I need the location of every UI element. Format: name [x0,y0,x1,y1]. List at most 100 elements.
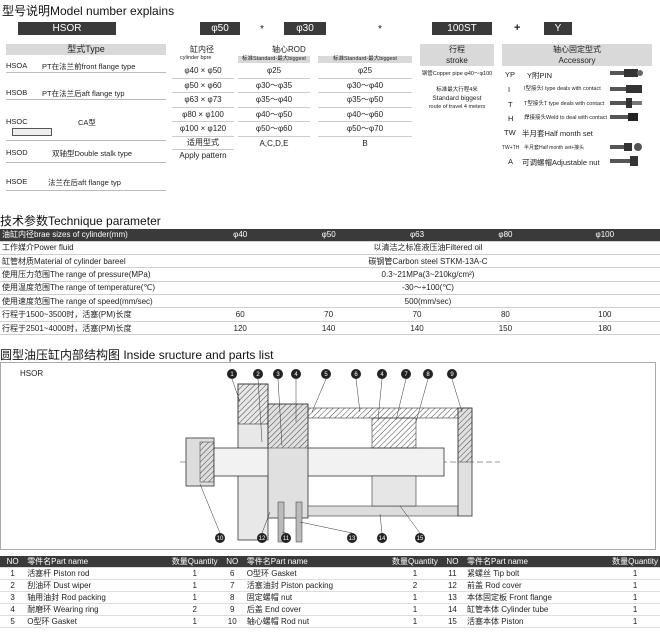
parts-header-no: NO [0,556,26,569]
size-header: φ100 [549,229,660,242]
parts-header-name: 零件名Part name [244,556,391,569]
rod-std-item: φ25 [238,64,310,79]
bore-item: φ63 × φ73 [172,93,234,108]
acc-desc: Y附PIN [527,71,553,80]
callout-label: 3 [276,372,280,378]
acc-desc: 半月套Half month set [522,129,593,138]
acc-code: TW [504,128,516,137]
acc-desc: 半月套Half month set+接头 [524,145,585,151]
accessory-code-box: Y [544,22,572,35]
accessory-title-en: Accessory [502,55,652,66]
type-desc: CA型 [78,118,96,127]
callout-label: 12 [259,536,266,542]
rod-big-item: φ30～φ40 [318,79,412,94]
bore-item: φ80 × φ100 [172,108,234,123]
section-title-model: 型号说明Model number explains [2,4,175,18]
parts-header-qty: 数量Quantity [390,556,440,569]
pm-row: 行程于1500~3500时，活塞(PM)长度 60 70 70 80 100 [0,307,660,322]
yp-fitting-icon [610,68,644,78]
callout-label: 10 [217,536,224,542]
parts-header-qty: 数量Quantity [169,556,220,569]
rod-big-item: φ40～φ60 [318,108,412,123]
parts-header-no: NO [219,556,245,569]
acc-code: T [508,100,513,109]
type-code: HSOA [6,61,28,70]
structure-frame [0,362,656,550]
tech-row: 缸管材质Material of cylinder bareel 碳钢管Carbo… [0,254,660,269]
t-fitting-icon [610,98,644,108]
type-code: HSOC [6,117,28,126]
tw-fitting-icon [610,142,644,152]
rod-std-item: φ50～φ60 [238,122,310,137]
size-header: φ50 [284,229,373,242]
stroke-note: Standard biggest [432,95,482,102]
callout-label: 9 [450,372,454,378]
acc-code: A [508,157,514,166]
bore-subtitle: cylinder bpre [180,55,212,61]
structure-model: HSOR [20,369,44,378]
type-desc: 双轴型Double stalk type [52,149,133,158]
rod-code-box: φ30 [284,22,326,35]
size-header: φ63 [372,229,462,242]
acc-desc: I型接头I type deals with contact [524,86,601,92]
acc-code: YP [505,70,516,79]
apply-pattern-en: Apply pattern [179,150,227,160]
type-code: HSOB [6,88,28,97]
stroke-title-cn: 行程 [420,44,494,55]
rod-std-item: φ40～φ50 [238,108,310,123]
callout-label: 7 [404,372,408,378]
stroke-title-en: stroke [420,55,494,66]
type-desc: PT在法兰前front flange type [42,62,136,71]
tech-param-table: 油缸内径brae sizes of cylinder(mm) φ40 φ50 φ… [0,229,660,336]
rod-std-label: 标准Standard-最大biggest [238,56,310,63]
tech-row: 使用速度范围The range of speed(mm/sec) 500(mm/… [0,294,660,309]
parts-header-no: NO [439,556,466,569]
type-code: HSOE [6,177,28,186]
bore-code-box: φ50 [200,22,240,35]
cylinder-cross-section: 1 2 3 4 5 6 4 7 8 9 10 12 11 13 14 15 [180,369,500,543]
separator-star: * [260,24,264,35]
parts-table: NO 零件名Part name 数量Quantity NO 零件名Part na… [0,556,660,629]
stroke-note: route of travel 4 meters [428,104,486,110]
a-nut-icon [610,156,644,166]
size-header: φ80 [461,229,550,242]
stroke-note: 钢管Copper pipe φ40～φ100 [421,71,493,77]
stroke-code-box: 100ST [432,22,492,35]
stroke-note: 标准最大行程4米 [436,87,478,93]
callout-label: 14 [379,536,386,542]
rod-apply-b: B [362,138,368,148]
type-desc: PT在法兰后aft flange typ [42,89,125,98]
bore-item: φ100 × φ120 [172,122,234,137]
parts-header-name: 零件名Part name [465,556,611,569]
type-code: HSOD [6,148,28,157]
h-fitting-icon [610,112,644,122]
size-header: φ40 [196,229,285,242]
acc-desc: T型接头T type deals with contact [524,101,605,107]
rod-big-item: φ25 [318,64,412,79]
section-title-tech: 技术参数Technique parameter [0,214,161,228]
tech-row: 使用压力范围The range of pressure(MPa) 0.3~21M… [0,267,660,282]
tech-row: 使用温度范围The range of temperature(℃) -30～+1… [0,281,660,296]
rod-apply-a: A,C,D,E [259,138,289,148]
rod-big-item: φ35～φ50 [318,93,412,108]
acc-code: TW+TH [502,145,520,151]
tech-header-label: 油缸内径brae sizes of cylinder(mm) [0,229,196,242]
acc-desc: 焊接接头Weld to deal with contact [524,115,608,121]
type-desc: 法兰在后aft flange typ [48,178,121,187]
rod-title: 轴心ROD [272,45,306,54]
bore-title: 缸内径 [190,45,214,54]
type-c-diagram [12,128,52,136]
callout-label: 13 [349,536,356,542]
callout-label: 1 [230,372,234,378]
rod-std-item: φ30～φ35 [238,79,310,94]
callout-label: 4 [380,372,384,378]
pm-row: 行程于2501~4000时，活塞(PM)长度 120 140 140 150 1… [0,321,660,336]
acc-desc: 可调螺帽Adjustable nut [522,158,600,167]
bore-item: φ40 × φ50 [172,64,234,79]
rod-big-item: φ50～φ70 [318,122,412,137]
i-fitting-icon [610,84,644,94]
